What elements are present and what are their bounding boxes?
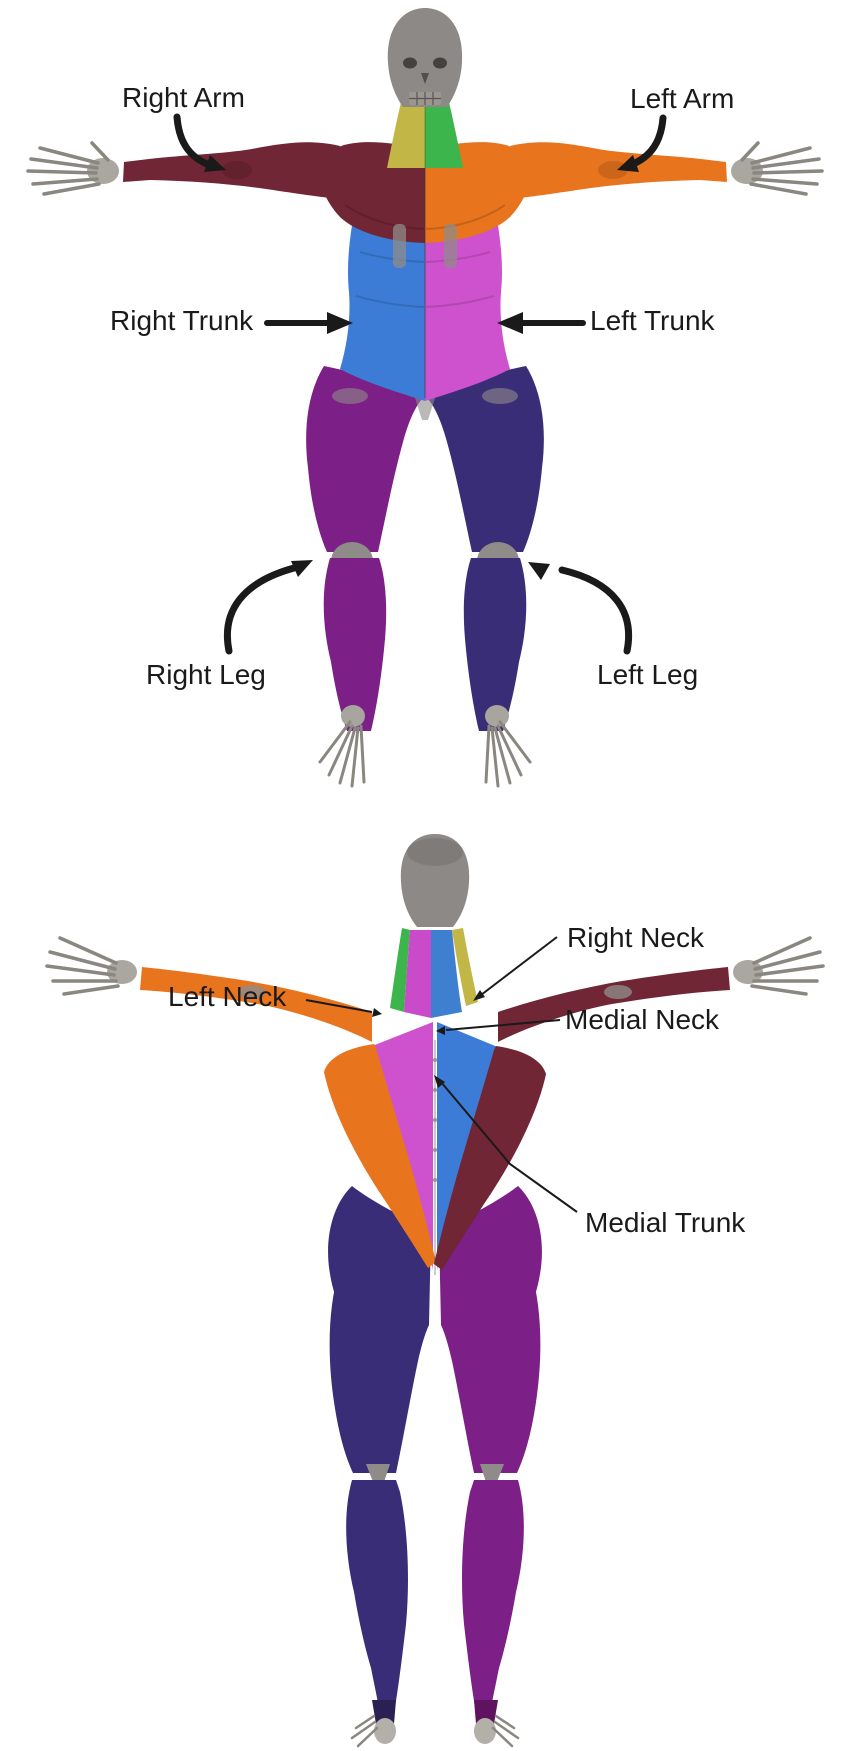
- skull: [387, 8, 463, 107]
- posterior-annotations: [305, 936, 578, 1213]
- medial-trunk-arrowhead: [434, 1075, 445, 1088]
- right-elbow-shading: [222, 161, 252, 179]
- posterior-arrowheads: [372, 990, 485, 1088]
- right-palm-bone-back: [733, 960, 763, 984]
- right-elbow-bone-back: [604, 985, 632, 999]
- left-heel-bone-back: [374, 1718, 396, 1744]
- left-lat-band: [324, 1044, 436, 1268]
- left-ankle-bone: [485, 705, 509, 727]
- medial-neck-arrowhead: [436, 1026, 445, 1035]
- right-neck-region: [452, 928, 478, 1006]
- left-elbow-shading: [598, 161, 628, 179]
- right-arm-arrowhead: [204, 155, 226, 172]
- left-neck-label: Left Neck: [168, 981, 287, 1012]
- left-calf: [463, 558, 527, 731]
- left-foot-back: [372, 1700, 396, 1724]
- posterior-figure: [45, 834, 825, 1748]
- medial-neck-blue-region: [431, 930, 462, 1018]
- anterior-figure: [26, 8, 824, 788]
- right-ankle-bone: [341, 705, 365, 727]
- left-elbow-bone-back: [238, 985, 266, 999]
- left-hand-skeleton: [731, 141, 824, 196]
- left-thigh: [427, 366, 544, 552]
- right-leg-region-back: [441, 1268, 541, 1748]
- eye-socket-right: [403, 57, 417, 69]
- sternum-tendon-left: [444, 224, 457, 268]
- left-arm-label: Left Arm: [630, 83, 735, 114]
- anterior-annotations: [173, 113, 667, 655]
- right-leg-arrow: [223, 564, 298, 655]
- right-thigh: [306, 366, 423, 552]
- right-arm-region: [123, 142, 342, 199]
- medial-neck-leader: [445, 1019, 561, 1031]
- left-calf-back: [346, 1480, 408, 1713]
- right-arm-arrow: [173, 113, 211, 168]
- left-leg-arrow: [558, 566, 633, 655]
- medial-trunk-leader: [440, 1081, 578, 1213]
- medial-trunk-label: Medial Trunk: [585, 1207, 746, 1238]
- right-pect-shading: [344, 204, 425, 230]
- right-neck-label: Right Neck: [567, 922, 704, 953]
- right-lat-band: [434, 1046, 546, 1270]
- medial-neck-label: Medial Neck: [565, 1004, 720, 1035]
- left-leg-label: Left Leg: [597, 659, 699, 690]
- right-trunk-label: Right Trunk: [110, 305, 254, 336]
- left-neck-region: [390, 928, 410, 1012]
- right-trunk-arrowhead: [327, 312, 353, 334]
- left-toe-bones-back: [350, 1714, 379, 1748]
- teeth-lines: [409, 92, 441, 105]
- vertebrae-dots: [433, 1058, 437, 1182]
- anterior-arrowheads: [204, 155, 639, 580]
- left-pect-shading: [425, 204, 506, 230]
- sternum-tendon-right: [393, 224, 406, 268]
- right-calf-back: [462, 1480, 524, 1713]
- right-neck-arrowhead: [473, 990, 485, 1001]
- right-leg-arrowhead: [291, 560, 313, 577]
- right-finger-bones: [26, 141, 110, 196]
- left-finger-bones-back: [45, 936, 120, 996]
- pelvis-bones: [332, 388, 518, 420]
- left-leg-region: [427, 366, 544, 788]
- right-leg-region: [306, 366, 423, 788]
- left-arm-arrow: [629, 114, 667, 168]
- left-palm-bone-back: [107, 960, 137, 984]
- left-foot-skeleton: [484, 720, 532, 788]
- left-neck-leader: [305, 999, 373, 1013]
- left-trunk-label: Left Trunk: [590, 305, 715, 336]
- right-foot-skeleton: [318, 720, 366, 788]
- left-neck-arrowhead: [372, 1008, 382, 1017]
- right-neck-front-region: [387, 98, 425, 168]
- left-leg-region-back: [329, 1268, 429, 1748]
- left-hand-skeleton-back: [45, 936, 137, 996]
- right-heel-bone-back: [474, 1718, 496, 1744]
- medial-neck-magenta-region: [404, 930, 431, 1018]
- head-back-shading: [407, 838, 463, 866]
- eye-socket-left: [433, 57, 447, 69]
- right-foot-back: [474, 1700, 498, 1724]
- left-neck-front-region: [425, 98, 463, 168]
- right-hand-skeleton: [26, 141, 119, 196]
- right-leg-label: Right Leg: [146, 659, 266, 690]
- right-arm-region-back: [498, 967, 730, 1042]
- right-finger-bones-back: [750, 936, 825, 996]
- right-arm-label: Right Arm: [122, 82, 245, 113]
- left-arm-region-back: [140, 967, 372, 1042]
- left-finger-bones: [740, 141, 824, 196]
- abdominal-lines: [355, 251, 495, 308]
- right-calf: [323, 558, 387, 731]
- left-leg-arrowhead: [528, 562, 550, 580]
- left-trunk-arrowhead: [497, 312, 523, 334]
- right-neck-leader: [480, 936, 558, 996]
- head-back: [400, 834, 470, 927]
- nasal-cavity: [421, 73, 429, 84]
- right-toe-bones-back: [491, 1714, 520, 1748]
- left-arm-arrowhead: [617, 155, 639, 172]
- left-arm-region: [508, 142, 727, 199]
- right-hand-skeleton-back: [733, 936, 825, 996]
